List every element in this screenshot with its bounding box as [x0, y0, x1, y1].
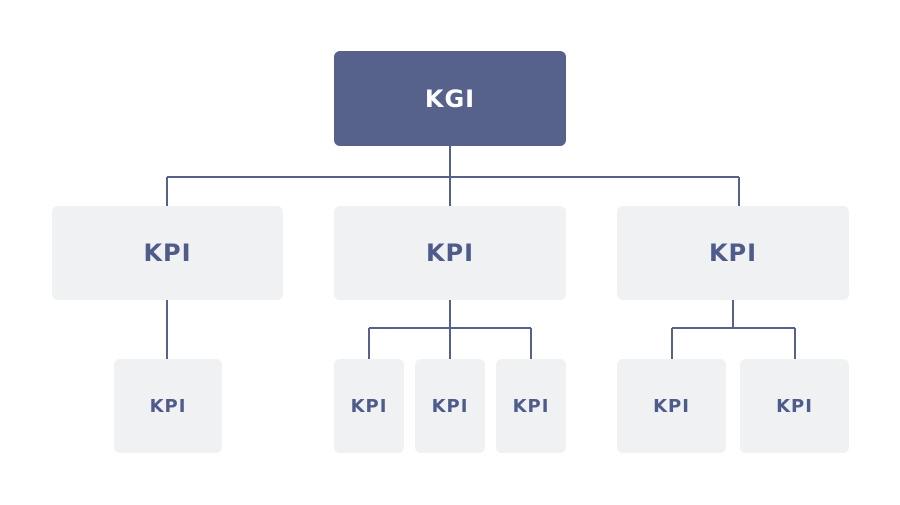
kpi-level-2-label-3: KPI — [431, 395, 469, 417]
kpi-level-2-label-6: KPI — [776, 395, 813, 417]
kpi-level-1-center-label: KPI — [425, 239, 475, 267]
kgi-root-label: KGI — [424, 84, 476, 113]
kpi-level-1-right-label: KPI — [708, 239, 758, 267]
kpi-level-2-label-4: KPI — [512, 395, 550, 417]
kpi-level-2-node-3: KPI — [415, 359, 485, 453]
kpi-level-2-node-1: KPI — [114, 359, 222, 453]
kpi-level-2-node-6: KPI — [740, 359, 849, 453]
kpi-level-1-center-node: KPI — [334, 206, 566, 300]
kpi-level-2-node-4: KPI — [496, 359, 566, 453]
kpi-level-1-right-node: KPI — [617, 206, 849, 300]
kpi-level-2-node-2: KPI — [334, 359, 404, 453]
kpi-level-2-node-5: KPI — [617, 359, 726, 453]
kpi-level-1-left-label: KPI — [143, 239, 192, 267]
kpi-level-2-label-2: KPI — [350, 395, 388, 417]
kpi-level-1-left-node: KPI — [52, 206, 283, 300]
kgi-root-node: KGI — [334, 51, 566, 146]
kpi-level-2-label-5: KPI — [653, 395, 690, 417]
kpi-level-2-label-1: KPI — [149, 395, 187, 417]
